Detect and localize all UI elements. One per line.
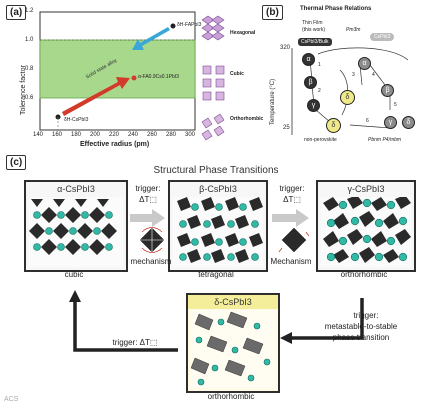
panel-a-ylabel: Tolerance factor [20, 65, 27, 115]
panel-a-xlabel: Effective radius (pm) [80, 141, 150, 148]
delta-phase-title: δ-CsPbI3 [188, 295, 278, 309]
ytick-1-0: 1.0 [25, 37, 34, 43]
bulk-chip: CsPbI3/Bulk [298, 38, 332, 46]
delta-ball-film-right: δ [402, 116, 415, 129]
ytick-0-8: 0.8 [25, 66, 34, 72]
gamma-to-delta-arrowhead [280, 332, 292, 344]
panel-c-title: Structural Phase Transitions [153, 165, 279, 176]
cubic-caption: cubic [64, 270, 84, 279]
space-groups-label: Pbnm P4/mbm [368, 137, 402, 143]
trigger-right-2: metastable-to-stable [324, 322, 398, 331]
trigger-right-1: trigger: [353, 311, 379, 320]
thin-film-label: Thin Film [302, 20, 323, 26]
alpha-to-beta-arrow-shaft [130, 214, 152, 222]
trigger-label-1: trigger: [135, 184, 161, 193]
step-number-6: 6 [366, 118, 369, 124]
point-fapbi3 [170, 23, 176, 29]
gamma-ball-film: γ [384, 116, 397, 129]
gamma-ball-bulk: γ [307, 99, 320, 112]
alpha-lattice-image [29, 197, 123, 267]
delta-t-label-1: ΔT⬚ [139, 195, 157, 204]
b-ytick-25: 25 [283, 125, 290, 131]
arc-arrow [317, 47, 409, 61]
panel-a-label: (a) [6, 5, 27, 20]
step-number-5: 5 [394, 102, 397, 108]
panel-c-label: (c) [6, 155, 27, 170]
gamma-to-delta-arrow [290, 298, 364, 340]
panel-b-label: (b) [262, 5, 283, 20]
alpha-phase-title: α-CsPbI3 [57, 184, 95, 194]
return-arrows [69, 290, 364, 352]
delta-ball-nonperovskite: δ [326, 118, 341, 133]
beta-to-gamma-arrow-head [296, 209, 309, 227]
beta-ball-film: β [381, 84, 394, 97]
delta-ball-film: δ [340, 90, 355, 105]
ytick-0-6: 0.6 [25, 95, 34, 101]
gamma-lattice-svg [323, 195, 411, 263]
structure-thumbnails [201, 15, 225, 141]
label-hexagonal: Hexagonal [230, 30, 256, 36]
orthorhombic-structure-icon [201, 113, 225, 141]
gamma-lattice-image [321, 195, 411, 267]
perovskite-stable-region [39, 39, 196, 99]
beta-lattice-image [173, 197, 263, 267]
tolerance-factor-chart [39, 11, 196, 131]
point-fa-cs [131, 75, 137, 81]
gamma-phase-title: γ-CsPbI3 [347, 184, 385, 194]
cspbi3-chip: CsPbI3 [370, 33, 395, 41]
step-number-4: 4 [372, 72, 375, 78]
panel-b-title: Thermal Phase Relations [300, 6, 372, 12]
hexagonal-structure-icon [201, 15, 225, 41]
delta-t-label-2: ΔT⬚ [283, 195, 301, 204]
beta-ball-bulk: β [304, 76, 317, 89]
trigger-label-2: trigger: [279, 184, 305, 193]
blue-alloy-arrow [132, 27, 170, 50]
label-orthorhombic: Orthorhombic [230, 116, 264, 122]
cubic-structure-icon [202, 65, 225, 101]
alpha-ball-film: α [358, 57, 371, 70]
beta-phase-title: β-CsPbI3 [199, 184, 237, 194]
alpha-lattice-svg [29, 199, 117, 255]
alpha-to-beta-arrow-head [152, 209, 165, 227]
watermark: ACS [4, 396, 19, 403]
pm3m-label: Pm3̄m [346, 27, 361, 33]
mechanism-icon-1 [139, 227, 165, 253]
beta-to-gamma-arrow-shaft [272, 214, 296, 222]
delta-to-alpha-arrowhead [69, 290, 81, 302]
delta-lattice-image [190, 310, 275, 388]
delta-phase-box: δ-CsPbI3 [186, 293, 280, 393]
delta-lattice-svg [190, 311, 271, 386]
step-number-3: 3 [352, 72, 355, 78]
non-perovskite-label: non-perovskite [304, 137, 337, 143]
mechanism-icon-2 [278, 227, 310, 253]
trigger-right-3: phase transition [332, 333, 390, 342]
step-number-2: 2 [318, 88, 321, 94]
this-work-label: (this work) [302, 27, 326, 33]
beta-lattice-svg [177, 197, 263, 263]
label-cubic: Cubic [230, 71, 244, 77]
step-number-1: 1 [318, 62, 321, 68]
trigger-bottom: trigger: ΔT⬚ [112, 338, 158, 347]
orthorhombic-caption: orthorhombic [340, 270, 388, 279]
x-ticks: 140 160 180 200 220 240 260 280 300 [33, 132, 196, 138]
orthorhombic-caption-delta: orthorhombic [207, 392, 255, 401]
gamma-phase-box: γ-CsPbI3 [316, 180, 416, 272]
alpha-phase-box: α-CsPbI3 [24, 180, 128, 272]
delta-to-alpha-arrow [73, 302, 178, 352]
mechanism-label-2: Mechanism [270, 257, 312, 266]
label-cspbi3: δH-CsPbI3 [64, 117, 89, 123]
beta-phase-box: β-CsPbI3 [168, 180, 268, 272]
label-fa-cs: α-FA0.9Cs0.1PbI3 [138, 74, 179, 80]
mechanism-label-1: mechanism [130, 257, 172, 266]
red-alloy-arrow [62, 77, 130, 116]
label-fapbi3: δH-FAPbI3 [177, 22, 202, 28]
b-ytick-320: 320 [280, 45, 291, 51]
transition-arrow [349, 124, 391, 129]
panel-b-ylabel: Temperature (°C) [270, 78, 276, 125]
ytick-1-2: 1.2 [25, 8, 34, 14]
tetragonal-caption: tetragonal [198, 270, 234, 279]
alpha-ball-bulk: α [302, 53, 315, 66]
transition-arrow [369, 64, 386, 86]
